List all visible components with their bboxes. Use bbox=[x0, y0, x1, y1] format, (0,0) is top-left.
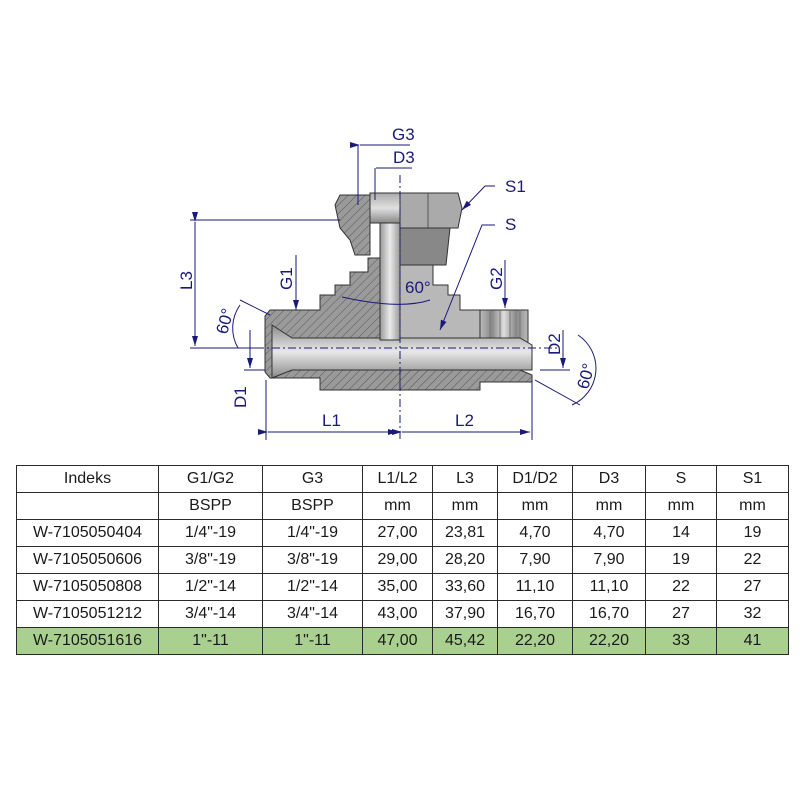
table-row-highlighted: W-7105051616 1"-11 1"-11 47,00 45,42 22,… bbox=[16, 627, 789, 655]
table-cell: 7,90 bbox=[497, 546, 573, 574]
table-cell: 11,10 bbox=[572, 573, 646, 601]
label-g3: G3 bbox=[392, 125, 415, 144]
table-cell: 35,00 bbox=[362, 573, 433, 601]
table-cell: 28,20 bbox=[432, 546, 498, 574]
table-cell: W-7105050808 bbox=[16, 573, 159, 601]
table-cell: 11,10 bbox=[497, 573, 573, 601]
label-l1: L1 bbox=[322, 411, 341, 430]
table-cell: W-7105050606 bbox=[16, 546, 159, 574]
unit-cell: mm bbox=[645, 492, 717, 520]
unit-cell: mm bbox=[716, 492, 789, 520]
table-cell: 3/8"-19 bbox=[158, 546, 263, 574]
unit-cell: BSPP bbox=[262, 492, 363, 520]
table-cell: 1"-11 bbox=[158, 627, 263, 655]
unit-cell: mm bbox=[497, 492, 573, 520]
table-cell: 27,00 bbox=[362, 519, 433, 547]
table-cell: 27 bbox=[645, 600, 717, 628]
label-angle-left: 60° bbox=[213, 306, 238, 336]
technical-drawing: G3 D3 S1 S L3 G1 G2 60° 60° 60° D1 D2 L1… bbox=[177, 125, 599, 440]
table-cell: 4,70 bbox=[572, 519, 646, 547]
table-cell: 19 bbox=[716, 519, 789, 547]
header-cell: S1 bbox=[716, 465, 789, 493]
table-cell: 3/8"-19 bbox=[262, 546, 363, 574]
table-cell: 45,42 bbox=[432, 627, 498, 655]
header-cell: Indeks bbox=[16, 465, 159, 493]
table-cell: 23,81 bbox=[432, 519, 498, 547]
specification-table: Indeks G1/G2 G3 L1/L2 L3 D1/D2 D3 S S1 B… bbox=[16, 465, 789, 655]
table-cell: 22 bbox=[716, 546, 789, 574]
table-cell: 1"-11 bbox=[262, 627, 363, 655]
table-cell: 33 bbox=[645, 627, 717, 655]
table-row: W-7105051212 3/4"-14 3/4"-14 43,00 37,90… bbox=[16, 600, 789, 628]
header-row: Indeks G1/G2 G3 L1/L2 L3 D1/D2 D3 S S1 bbox=[16, 465, 789, 493]
table-cell: 1/2"-14 bbox=[158, 573, 263, 601]
label-g1: G1 bbox=[277, 267, 296, 290]
header-cell: G3 bbox=[262, 465, 363, 493]
table-cell: 22,20 bbox=[572, 627, 646, 655]
header-cell: D1/D2 bbox=[497, 465, 573, 493]
units-row: BSPP BSPP mm mm mm mm mm mm bbox=[16, 492, 789, 520]
unit-cell: mm bbox=[362, 492, 433, 520]
unit-cell: mm bbox=[572, 492, 646, 520]
table-row: W-7105050404 1/4"-19 1/4"-19 27,00 23,81… bbox=[16, 519, 789, 547]
table-cell: 1/4"-19 bbox=[158, 519, 263, 547]
table-cell: 14 bbox=[645, 519, 717, 547]
table-cell: 33,60 bbox=[432, 573, 498, 601]
table-cell: 3/4"-14 bbox=[158, 600, 263, 628]
table-cell: 43,00 bbox=[362, 600, 433, 628]
table-cell: 7,90 bbox=[572, 546, 646, 574]
label-l2: L2 bbox=[455, 411, 474, 430]
label-s: S bbox=[505, 215, 516, 234]
table-cell: 1/2"-14 bbox=[262, 573, 363, 601]
table-cell: W-7105051616 bbox=[16, 627, 159, 655]
table-row: W-7105050606 3/8"-19 3/8"-19 29,00 28,20… bbox=[16, 546, 789, 574]
dimension-labels: G3 D3 S1 S L3 G1 G2 60° 60° 60° D1 D2 L1… bbox=[177, 125, 599, 430]
label-angle-right: 60° bbox=[574, 361, 599, 391]
unit-cell: BSPP bbox=[158, 492, 263, 520]
table-cell: 16,70 bbox=[497, 600, 573, 628]
table-cell: W-7105050404 bbox=[16, 519, 159, 547]
table-cell: 27 bbox=[716, 573, 789, 601]
label-d1: D1 bbox=[231, 386, 250, 408]
header-cell: L1/L2 bbox=[362, 465, 433, 493]
dimension-lines bbox=[190, 142, 597, 440]
label-d2: D2 bbox=[545, 333, 564, 355]
header-cell: S bbox=[645, 465, 717, 493]
label-s1: S1 bbox=[505, 177, 526, 196]
table-cell: 3/4"-14 bbox=[262, 600, 363, 628]
header-cell: L3 bbox=[432, 465, 498, 493]
label-l3: L3 bbox=[177, 271, 196, 290]
unit-cell bbox=[16, 492, 159, 520]
header-cell: D3 bbox=[572, 465, 646, 493]
table-cell: 19 bbox=[645, 546, 717, 574]
table-cell: 4,70 bbox=[497, 519, 573, 547]
label-d3: D3 bbox=[393, 148, 415, 167]
table-cell: 29,00 bbox=[362, 546, 433, 574]
table-cell: 16,70 bbox=[572, 600, 646, 628]
label-angle-center: 60° bbox=[405, 278, 431, 297]
table-cell: 37,90 bbox=[432, 600, 498, 628]
fitting-body bbox=[264, 192, 533, 391]
label-g2: G2 bbox=[487, 267, 506, 290]
table-cell: 22 bbox=[645, 573, 717, 601]
table-cell: 22,20 bbox=[497, 627, 573, 655]
table-cell: 47,00 bbox=[362, 627, 433, 655]
table-row: W-7105050808 1/2"-14 1/2"-14 35,00 33,60… bbox=[16, 573, 789, 601]
table-cell: W-7105051212 bbox=[16, 600, 159, 628]
header-cell: G1/G2 bbox=[158, 465, 263, 493]
table-cell: 32 bbox=[716, 600, 789, 628]
unit-cell: mm bbox=[432, 492, 498, 520]
table-cell: 1/4"-19 bbox=[262, 519, 363, 547]
table-cell: 41 bbox=[716, 627, 789, 655]
